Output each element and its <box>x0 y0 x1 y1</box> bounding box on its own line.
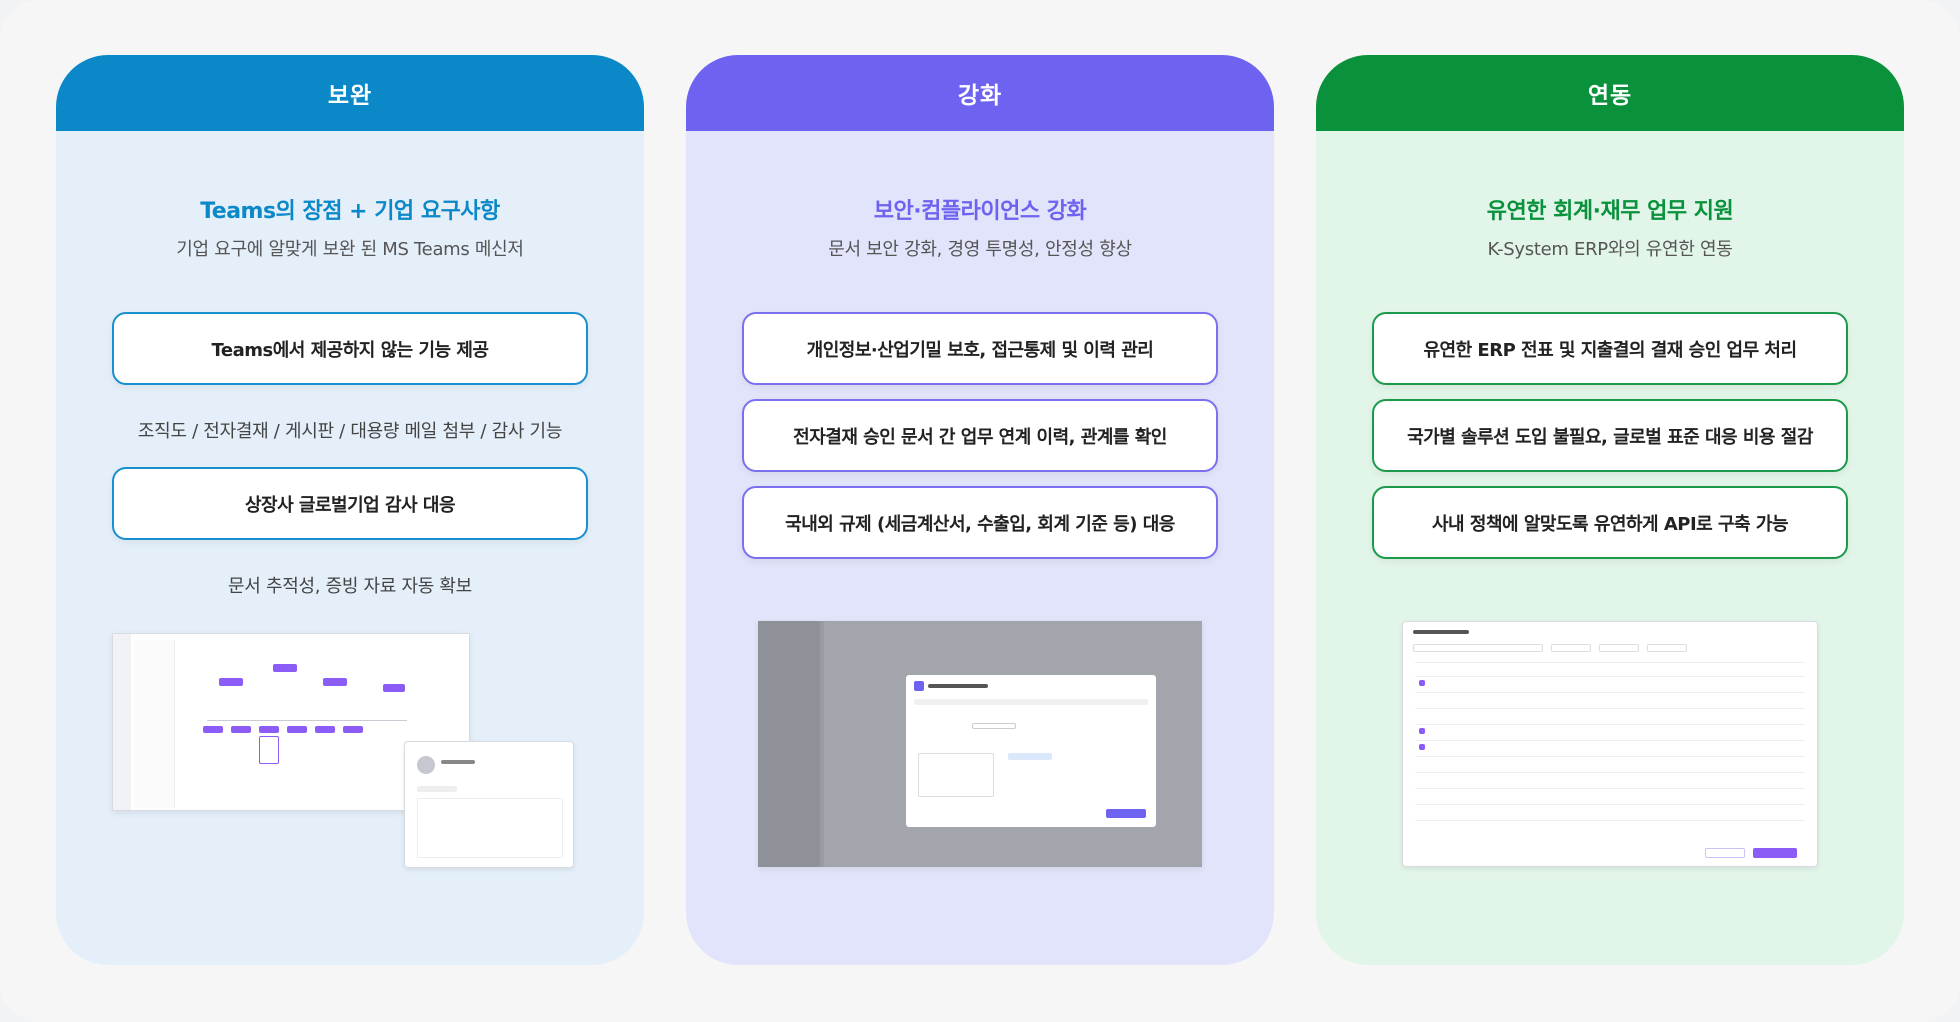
feature-pill: 유연한 ERP 전표 및 지출결의 결재 승인 업무 처리 <box>1372 312 1848 385</box>
card-body: Teams의 장점 + 기업 요구사항 기업 요구에 알맞게 보완 된 MS T… <box>56 131 644 965</box>
approval-screenshot <box>758 621 1202 867</box>
card-subhead: 문서 보안 강화, 경영 투명성, 안정성 향상 <box>828 239 1132 260</box>
card-headline: Teams의 장점 + 기업 요구사항 <box>200 199 500 224</box>
card-header-label: 연동 <box>1587 83 1633 109</box>
card-header: 보완 <box>56 55 644 131</box>
card-headline: 보안·컴플라이언스 강화 <box>873 199 1087 224</box>
org-chart-screenshot <box>112 633 470 811</box>
card-enhance: 강화 보안·컴플라이언스 강화 문서 보안 강화, 경영 투명성, 안정성 향상… <box>686 55 1274 965</box>
profile-popup-screenshot <box>404 741 574 868</box>
card-headline: 유연한 회계·재무 업무 지원 <box>1486 199 1734 224</box>
feature-note: 문서 추적성, 증빙 자료 자동 확보 <box>228 576 472 597</box>
card-header-label: 보완 <box>327 83 373 109</box>
card-header-label: 강화 <box>957 83 1003 109</box>
feature-pill: 국가별 솔루션 도입 불필요, 글로벌 표준 대응 비용 절감 <box>1372 399 1848 472</box>
card-header: 강화 <box>686 55 1274 131</box>
card-body: 보안·컴플라이언스 강화 문서 보안 강화, 경영 투명성, 안정성 향상 개인… <box>686 131 1274 965</box>
card-integration: 연동 유연한 회계·재무 업무 지원 K-System ERP와의 유연한 연동… <box>1316 55 1904 965</box>
feature-pill: 국내외 규제 (세금계산서, 수출입, 회계 기준 등) 대응 <box>742 486 1218 559</box>
card-supplement: 보완 Teams의 장점 + 기업 요구사항 기업 요구에 알맞게 보완 된 M… <box>56 55 644 965</box>
card-header: 연동 <box>1316 55 1904 131</box>
erp-table-screenshot <box>1402 621 1818 867</box>
feature-pill: 개인정보·산업기밀 보호, 접근통제 및 이력 관리 <box>742 312 1218 385</box>
feature-pill: 사내 정책에 알맞도록 유연하게 API로 구축 가능 <box>1372 486 1848 559</box>
card-body: 유연한 회계·재무 업무 지원 K-System ERP와의 유연한 연동 유연… <box>1316 131 1904 965</box>
feature-pill: 상장사 글로벌기업 감사 대응 <box>112 467 588 540</box>
feature-pill: 전자결재 승인 문서 간 업무 연계 이력, 관계를 확인 <box>742 399 1218 472</box>
feature-pill: Teams에서 제공하지 않는 기능 제공 <box>112 312 588 385</box>
card-subhead: K-System ERP와의 유연한 연동 <box>1487 239 1733 260</box>
card-subhead: 기업 요구에 알맞게 보완 된 MS Teams 메신저 <box>176 239 524 260</box>
feature-note: 조직도 / 전자결재 / 게시판 / 대용량 메일 첨부 / 감사 기능 <box>137 421 563 442</box>
